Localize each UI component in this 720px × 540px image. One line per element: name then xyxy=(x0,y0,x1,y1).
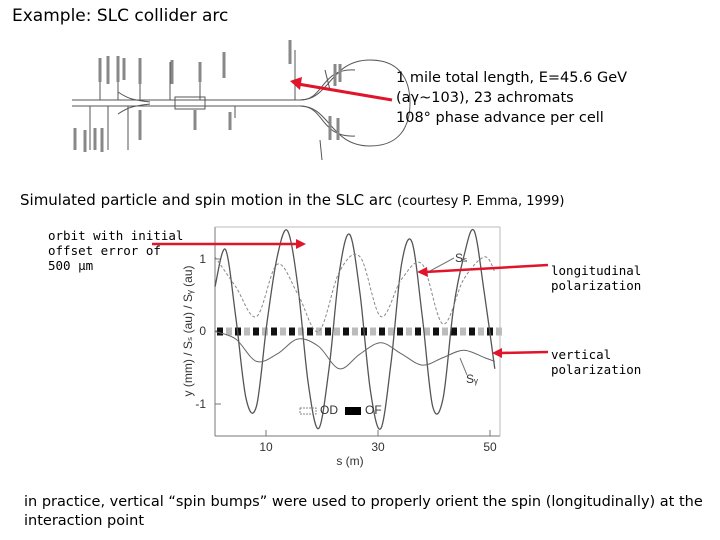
curve-label-ss: Sₛ xyxy=(455,251,467,265)
quad-marker xyxy=(469,327,475,336)
x-tick-50: 50 xyxy=(483,440,497,454)
quad-marker xyxy=(370,327,376,336)
series-ss-line xyxy=(214,253,496,333)
legend-of: OF xyxy=(365,403,382,417)
longitudinal-arrow xyxy=(424,263,549,274)
longitudinal-label-line1: longitudinal xyxy=(551,263,642,278)
x-tick-30: 30 xyxy=(371,440,385,454)
y-tick-1: 1 xyxy=(199,252,206,266)
quad-marker xyxy=(334,327,340,336)
arc-note-line2: (aγ~103), 23 achromats xyxy=(396,90,574,106)
bottom-note: in practice, vertical “spin bumps” were … xyxy=(24,494,703,529)
orbit-label: orbit with initial offset error of 500 μ… xyxy=(48,228,183,273)
orbit-label-line2: offset error of xyxy=(48,243,161,258)
quad-marker xyxy=(217,327,223,336)
orbit-label-line3: 500 μm xyxy=(48,258,94,273)
y-axis-label: y (mm) / Sₛ (au) / Sᵧ (au) xyxy=(181,265,195,396)
quad-marker xyxy=(226,327,232,336)
vertical-label-line2: polarization xyxy=(551,362,642,377)
simulation-credit: (courtesy P. Emma, 1999) xyxy=(396,194,565,209)
quad-marker xyxy=(271,327,277,336)
quadrupole-band xyxy=(217,327,502,336)
quad-marker xyxy=(244,327,250,336)
arc-note-line1: 1 mile total length, E=45.6 GeV xyxy=(396,70,628,86)
arc-note: 1 mile total length, E=45.6 GeV (aγ~103)… xyxy=(396,68,627,128)
vertical-label-line1: vertical xyxy=(551,347,612,362)
quad-marker xyxy=(433,327,439,336)
orbit-label-line1: orbit with initial xyxy=(48,228,184,243)
quad-marker xyxy=(298,327,304,336)
quad-marker xyxy=(442,327,448,336)
longitudinal-label-line2: polarization xyxy=(551,278,642,293)
vertical-label: vertical polarization xyxy=(551,347,641,377)
y-tick-neg1: -1 xyxy=(195,397,206,411)
arc-note-line3: 108° phase advance per cell xyxy=(396,110,604,126)
quad-marker xyxy=(397,327,403,336)
quad-marker xyxy=(379,327,385,336)
quad-marker xyxy=(280,327,286,336)
quad-marker xyxy=(496,327,502,336)
x-axis-label: s (m) xyxy=(336,454,363,468)
series-sy-line xyxy=(214,331,495,370)
quad-marker xyxy=(415,327,421,336)
quad-marker xyxy=(478,327,484,336)
y-tick-0: 0 xyxy=(199,324,206,338)
longitudinal-label: longitudinal polarization xyxy=(551,263,641,293)
quad-marker xyxy=(424,327,430,336)
quad-marker xyxy=(316,327,322,336)
quad-marker xyxy=(343,327,349,336)
arc-arrow xyxy=(290,77,393,102)
legend: OD OF xyxy=(299,403,382,417)
quad-marker xyxy=(460,327,466,336)
series-y-line xyxy=(214,228,496,430)
curve-label-sy: Sᵧ xyxy=(466,372,478,386)
quad-marker xyxy=(325,327,331,336)
quad-marker xyxy=(289,327,295,336)
quad-marker xyxy=(451,327,457,336)
page-title: Example: SLC collider arc xyxy=(12,6,229,26)
quad-marker xyxy=(262,327,268,336)
legend-od: OD xyxy=(320,403,338,417)
quad-marker xyxy=(253,327,259,336)
vertical-arrow xyxy=(499,350,549,355)
simulation-title-text: Simulated particle and spin motion in th… xyxy=(20,191,393,209)
quad-marker xyxy=(406,327,412,336)
quad-marker xyxy=(352,327,358,336)
x-tick-10: 10 xyxy=(259,440,273,454)
quad-marker xyxy=(307,327,313,336)
simulation-title: Simulated particle and spin motion in th… xyxy=(20,191,564,209)
quad-marker xyxy=(388,327,394,336)
